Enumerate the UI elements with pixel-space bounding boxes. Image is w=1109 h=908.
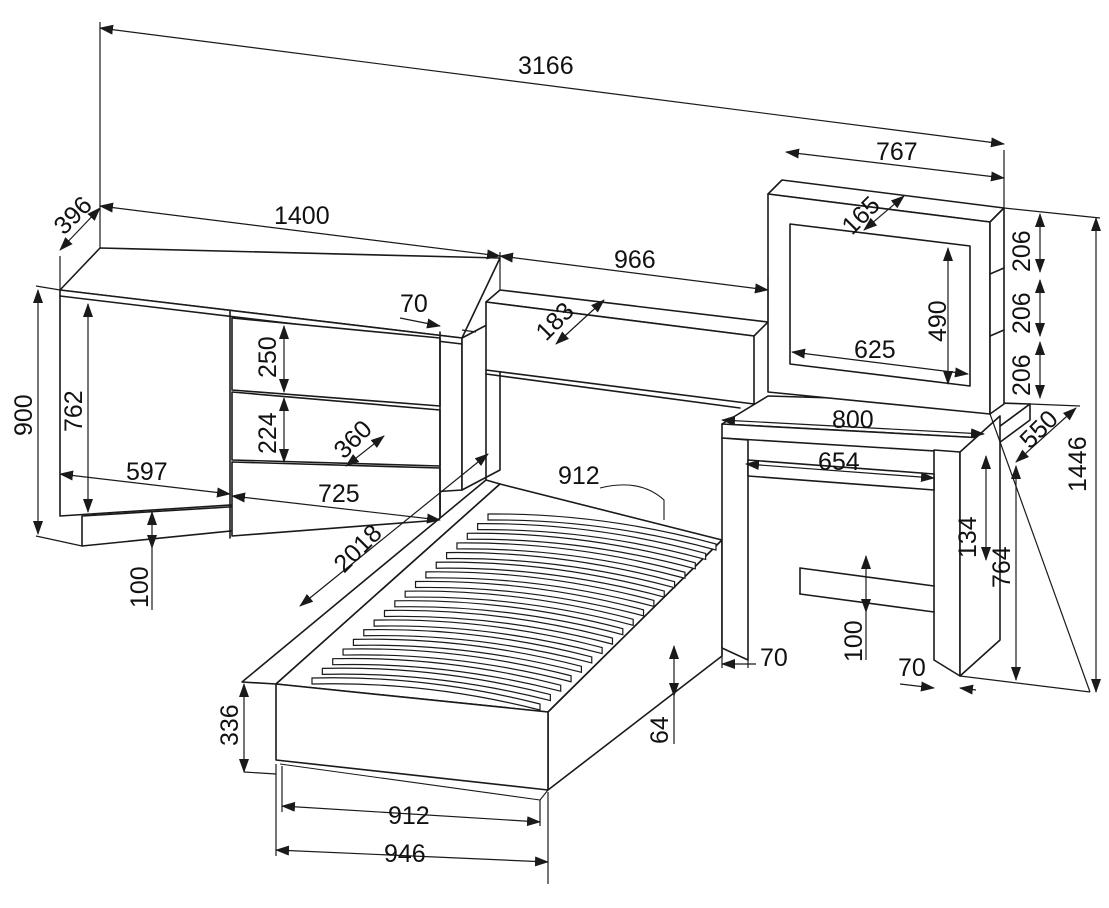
label-table-side-right: 70 xyxy=(898,654,926,682)
table-left-leg xyxy=(721,437,749,661)
label-glass-width: 625 xyxy=(854,336,896,364)
label-drawer-mid: 224 xyxy=(254,412,282,454)
dim-mirror-width xyxy=(785,148,1005,182)
dim-overall xyxy=(99,24,1005,148)
bed-slat xyxy=(332,657,562,692)
dim-table-width xyxy=(721,415,985,439)
dim-sideboard-width xyxy=(99,202,501,260)
bed-foot-base xyxy=(279,763,541,801)
dim-table-depth xyxy=(1015,407,1077,463)
headboard-back-line xyxy=(485,373,741,409)
label-table-drawer-width: 654 xyxy=(818,448,860,476)
label-table-leg-gap: 100 xyxy=(840,620,868,662)
bed-slat xyxy=(487,513,717,551)
dim-table-side-right xyxy=(899,681,935,692)
label-bed-outer-width: 946 xyxy=(384,840,426,868)
dim-top-overhang xyxy=(399,317,441,329)
label-right-section: 725 xyxy=(318,480,360,508)
mirror-glass xyxy=(789,223,971,387)
bed-slat xyxy=(466,532,696,570)
label-sideboard-depth: 396 xyxy=(48,191,97,240)
dim-bed-length xyxy=(299,453,489,607)
label-headboard-width: 966 xyxy=(614,246,656,274)
bed-slat xyxy=(383,609,614,645)
label-table-side-left: 70 xyxy=(760,644,788,672)
label-bed-height: 336 xyxy=(216,704,244,746)
label-sideboard-height: 900 xyxy=(10,394,38,436)
label-overall: 3166 xyxy=(518,52,574,80)
dimension-lines xyxy=(33,22,1101,884)
dressing-table xyxy=(721,395,1031,677)
table-back-panel-bottom xyxy=(799,593,935,613)
label-door-height: 762 xyxy=(60,390,88,432)
dim-bed-outer-width xyxy=(275,845,549,867)
dim-bed-inner-width xyxy=(281,801,541,827)
label-plinth: 100 xyxy=(126,566,154,608)
bed-slat xyxy=(373,619,603,655)
dim-left-section xyxy=(59,470,231,498)
label-table-width: 800 xyxy=(832,406,874,434)
bed-slat xyxy=(321,667,551,702)
label-mirror-width: 767 xyxy=(876,138,918,166)
label-bed-leg: 64 xyxy=(646,716,674,744)
bed-slat xyxy=(352,638,583,674)
dim-sideboard-depth xyxy=(59,207,101,251)
table-back-panel xyxy=(799,567,935,587)
dim-glass-width xyxy=(791,348,969,378)
table-right-leg xyxy=(933,449,961,677)
label-shelf-2: 206 xyxy=(1008,292,1036,334)
bed-foot-shadow xyxy=(539,789,549,801)
dim-shelf-depth xyxy=(863,195,905,231)
mirror-shelf-column xyxy=(989,207,1005,415)
bed-slat xyxy=(342,648,572,683)
label-drawer-top: 250 xyxy=(254,336,282,378)
label-sideboard-width: 1400 xyxy=(274,202,330,230)
label-shelf-3: 206 xyxy=(1008,354,1036,396)
bed-slat xyxy=(477,523,707,561)
label-left-section: 597 xyxy=(126,458,168,486)
bed-slat xyxy=(363,628,593,664)
label-top-overhang: 70 xyxy=(400,290,428,318)
bed-slat-center-rail xyxy=(599,484,665,520)
mirror xyxy=(767,179,1005,415)
mirror-shelf-2 xyxy=(989,329,1005,337)
label-glass-height: 490 xyxy=(924,300,952,342)
label-table-height: 764 xyxy=(988,546,1016,588)
label-total-height: 1446 xyxy=(1064,436,1092,492)
label-bed-inner-width: 912 xyxy=(388,802,430,830)
bed-slat xyxy=(311,677,541,711)
dim-headboard-width xyxy=(499,252,769,294)
dim-headboard-depth xyxy=(555,299,605,345)
label-bed-slat-width: 912 xyxy=(558,462,600,490)
dim-table-drawer-width xyxy=(745,459,935,483)
label-shelf-1: 206 xyxy=(1008,230,1036,272)
label-table-drawer-height: 134 xyxy=(954,516,982,558)
mirror-shelf-1 xyxy=(989,267,1005,275)
